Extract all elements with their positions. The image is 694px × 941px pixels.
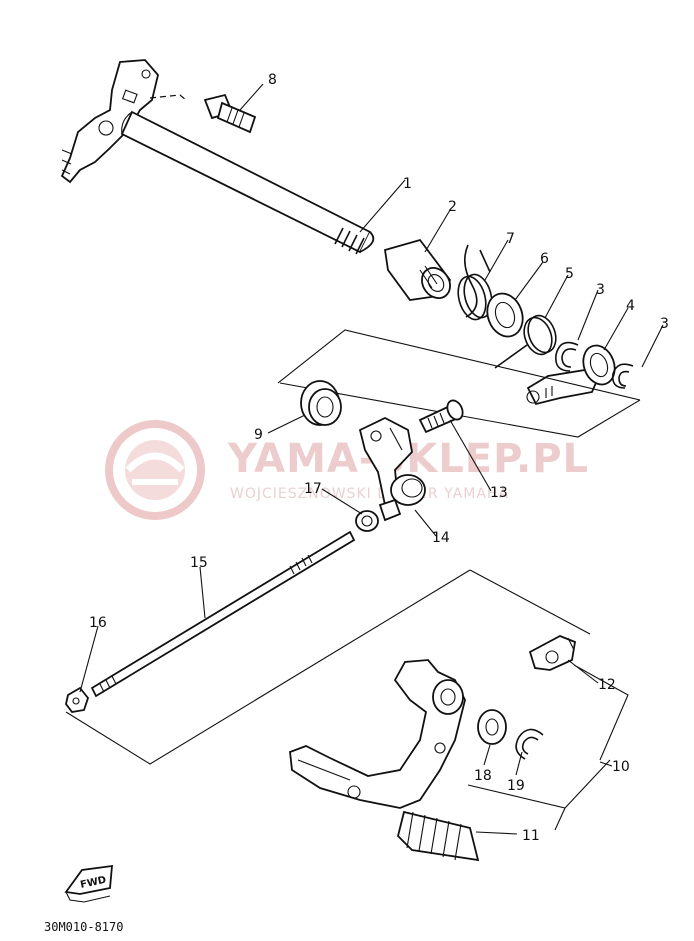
- part-2-collar: [383, 238, 452, 301]
- callout-17: 17: [304, 481, 322, 497]
- part-15-shift-rod: [90, 530, 356, 698]
- callout-10: 10: [612, 759, 630, 775]
- part-11-pedal-rubber: [397, 810, 480, 862]
- part-10-shift-pedal: [289, 659, 466, 809]
- leader-lines: [79, 83, 664, 835]
- callout-14: 14: [432, 530, 450, 546]
- part-18-washer: [477, 709, 507, 745]
- callout-11: 11: [522, 828, 540, 844]
- shift-shaft-assembly: [60, 59, 375, 255]
- part-12-rod-end: [528, 635, 577, 671]
- watermark-tagline: WOJCIESZNOWSKI DEALER YAMAHA: [230, 486, 509, 502]
- assembly-outline-lower: [65, 569, 591, 765]
- part-14-shift-arm: [358, 416, 426, 522]
- part-4-stopper-lever: [526, 344, 616, 406]
- callout-3: 3: [596, 282, 605, 298]
- part-5-torsion-spring: [494, 314, 557, 369]
- callout-numbers: 8 1 2 7 6 5 3 4 3 9 13 17 14 15 16 12 10…: [89, 72, 669, 844]
- diagram-code: 30M010-8170: [44, 920, 123, 934]
- watermark: YAMA-SKLEP.PL WOJCIESZNOWSKI DEALER YAMA…: [105, 420, 588, 520]
- callout-6: 6: [540, 251, 549, 267]
- callout-4: 4: [626, 298, 635, 314]
- part-3-circlip-second: [611, 363, 634, 389]
- callout-3-second: 3: [660, 316, 669, 332]
- fwd-label: FWD: [79, 875, 107, 891]
- callout-19: 19: [507, 778, 525, 794]
- shift-shaft: [120, 110, 372, 254]
- part-13-bolt: [418, 399, 464, 434]
- callout-15: 15: [190, 555, 208, 571]
- callout-13: 13: [490, 485, 508, 501]
- part-3-circlip: [554, 341, 579, 372]
- callout-8: 8: [268, 72, 277, 88]
- callout-5: 5: [565, 266, 574, 282]
- fwd-arrow-icon: FWD: [64, 864, 113, 903]
- callout-2: 2: [448, 199, 457, 215]
- watermark-logo-icon: [105, 420, 205, 520]
- part-17-nut: [355, 510, 379, 532]
- part-6-washer: [486, 292, 524, 338]
- callout-9: 9: [254, 427, 263, 443]
- callout-18: 18: [474, 768, 492, 784]
- part-7-spring: [457, 244, 493, 321]
- part-9-bearing: [300, 380, 342, 426]
- part-8-stud-bolt: [203, 93, 257, 134]
- callout-16: 16: [89, 615, 107, 631]
- callout-1: 1: [403, 176, 412, 192]
- assembly-outline-upper: [277, 329, 641, 438]
- callout-7: 7: [506, 231, 515, 247]
- part-16-nut: [65, 686, 90, 713]
- part-19-circlip: [515, 728, 544, 760]
- shift-shaft-lever-plate: [60, 59, 159, 184]
- callout-12: 12: [598, 677, 616, 693]
